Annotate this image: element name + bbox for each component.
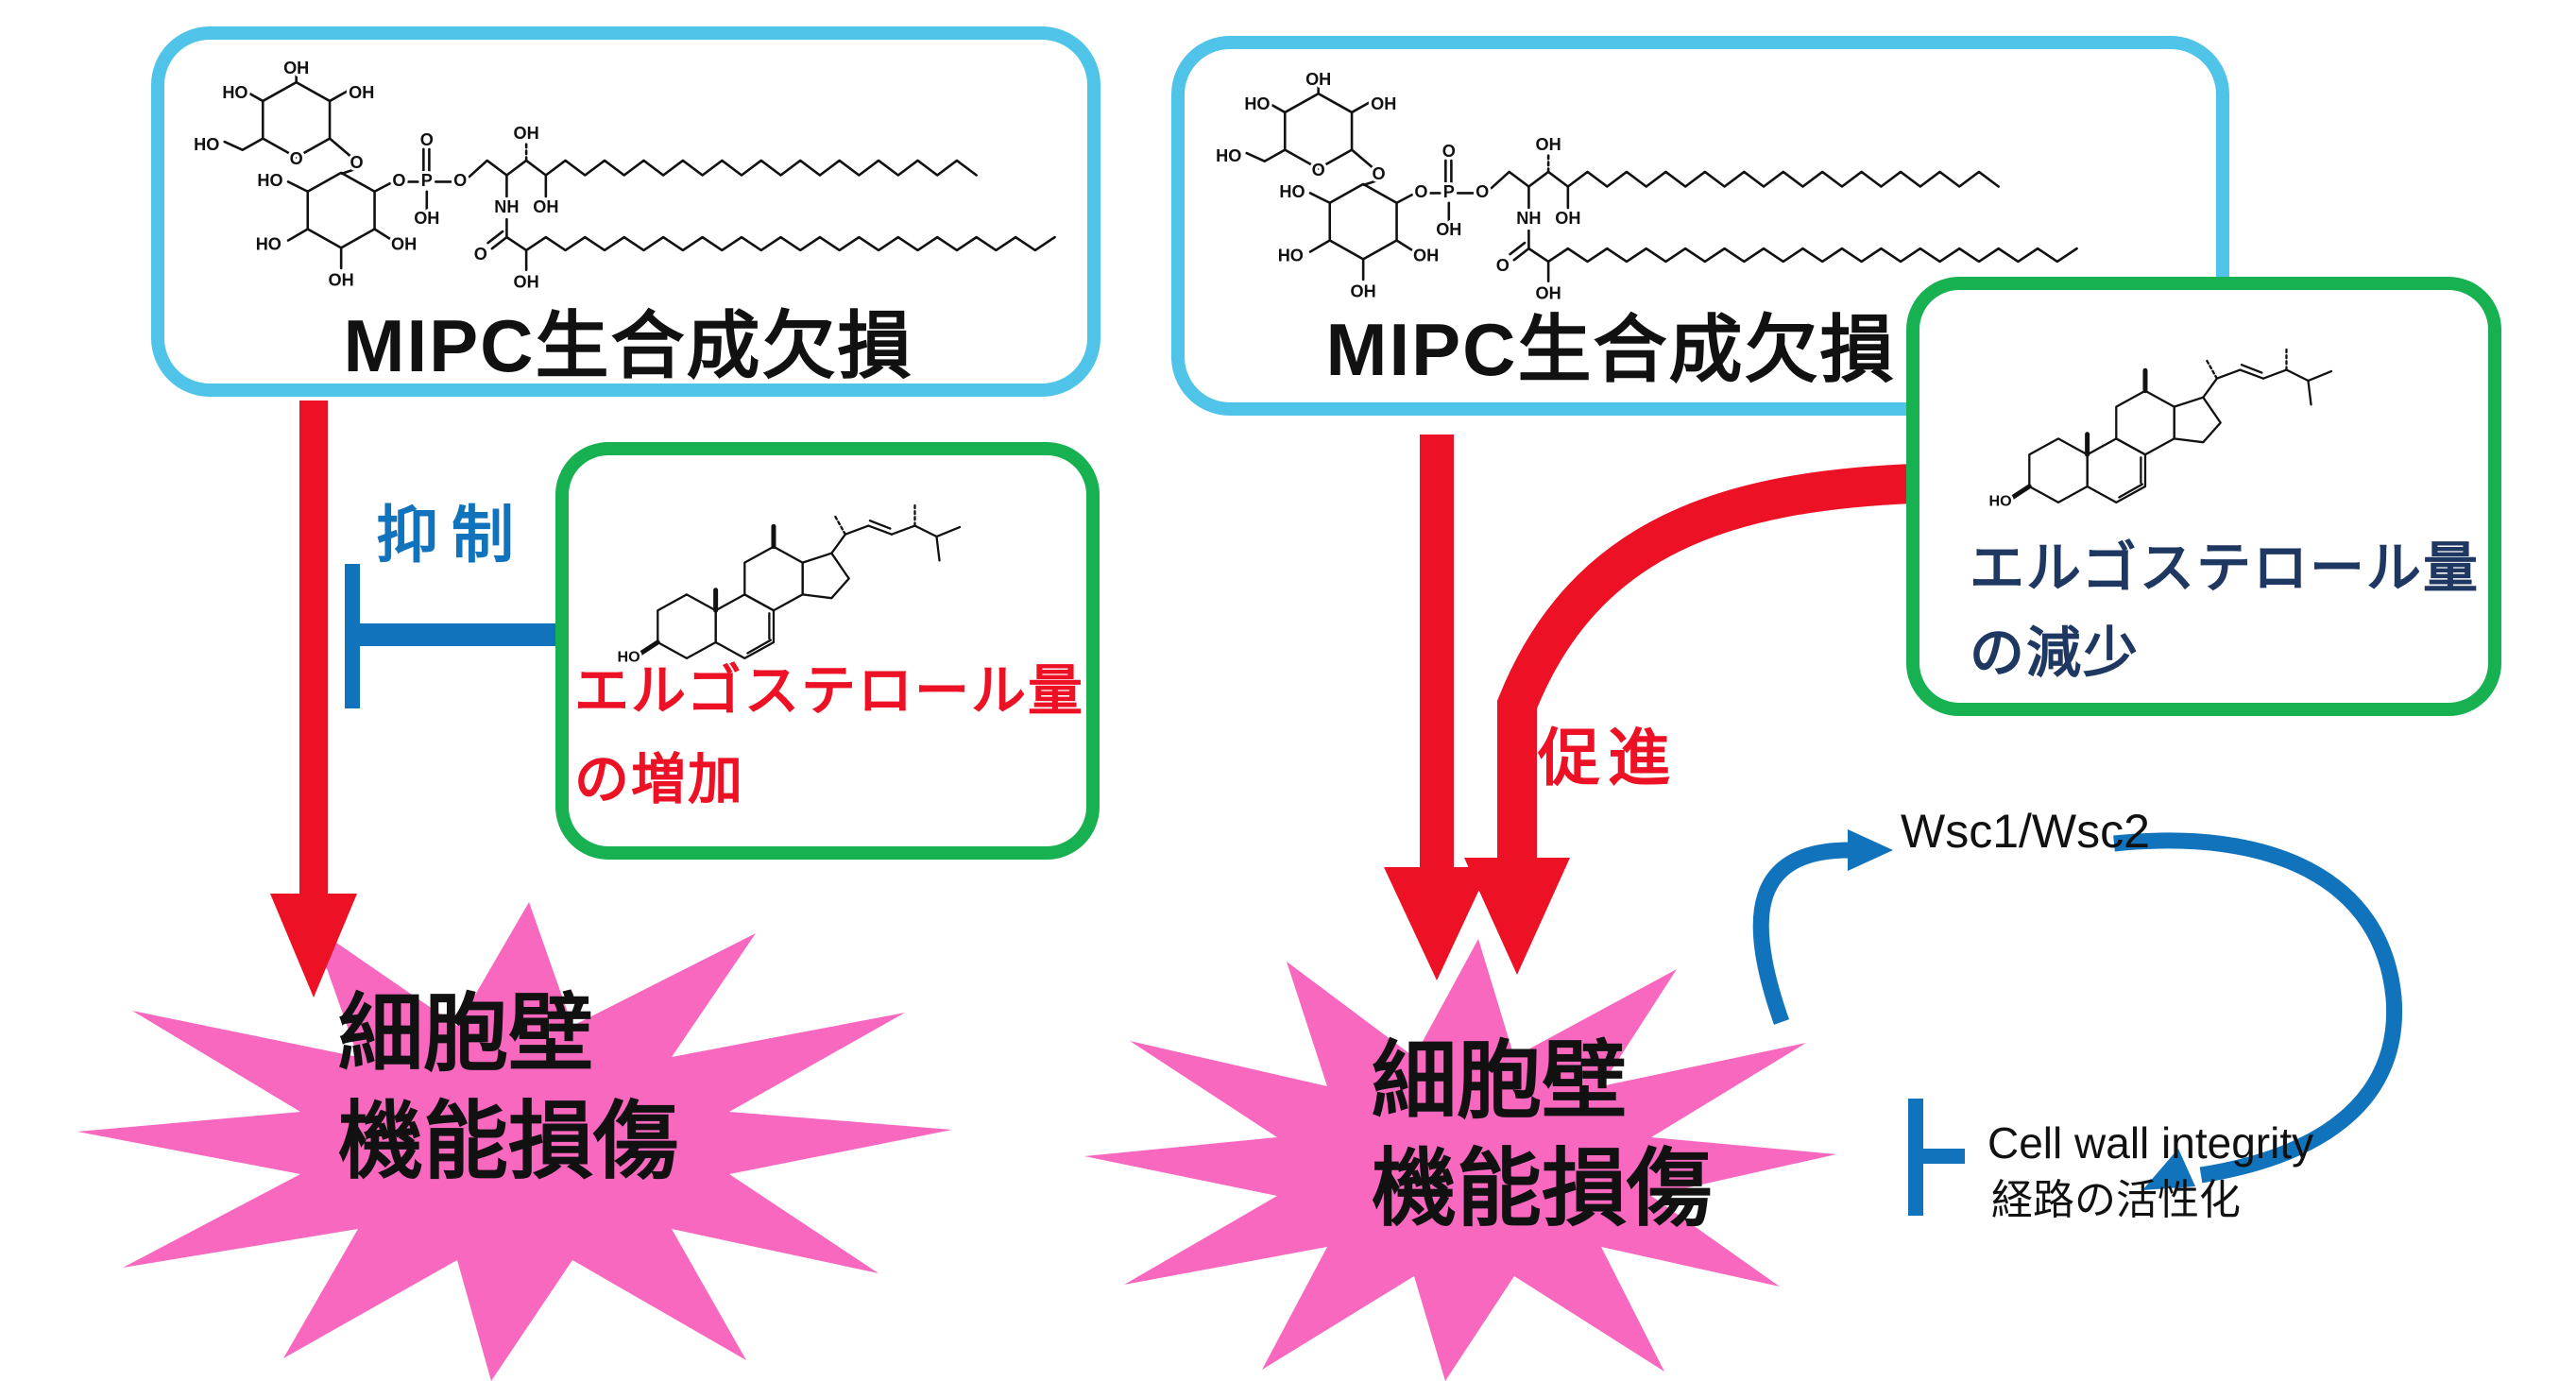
left-ergosterol-box (555, 442, 1100, 860)
right-starburst (1084, 939, 1836, 1381)
right-ergosterol-line1: エルゴステロール量 (1970, 537, 2481, 599)
cwi-line2: 経路の活性化 (1991, 1177, 2241, 1223)
left-starburst (77, 902, 952, 1381)
promotion-label: 促進 (1538, 723, 1678, 793)
right-mipc-label: MIPC生合成欠損 (1325, 308, 1896, 391)
left-ergosterol-line2: の増加 (574, 749, 745, 810)
left-down-arrow (270, 401, 357, 997)
inhibition-label: 抑制 (376, 500, 527, 570)
cwi-line1: Cell wall integrity (1987, 1118, 2314, 1168)
left-star-line2: 機能損傷 (338, 1095, 678, 1189)
left-inhibition-tbar (345, 564, 558, 708)
right-star-line2: 機能損傷 (1372, 1142, 1712, 1236)
right-down-arrow (1384, 435, 1490, 980)
left-ergosterol-structure (605, 459, 1011, 676)
left-mipc-label: MIPC生合成欠損 (343, 304, 913, 387)
left-mipc-structure (174, 53, 1071, 298)
right-ergosterol-box (1906, 277, 2501, 716)
right-curved-arrow (1464, 464, 1915, 975)
right-ergosterol-structure (1976, 303, 2382, 520)
right-star-line1: 細胞壁 (1372, 1034, 1627, 1129)
right-ergosterol-line2: の減少 (1970, 622, 2141, 684)
left-star-line1: 細胞壁 (338, 987, 593, 1082)
right-mipc-structure (1196, 64, 2093, 309)
left-mipc-box (151, 26, 1100, 397)
wsc-label: Wsc1/Wsc2 (1901, 805, 2150, 858)
cwi-inhibition-tbar (1908, 1099, 1965, 1216)
cwi-feedback-arrow (2113, 832, 2403, 1190)
wsc-activation-arrow (1752, 829, 1893, 1025)
left-ergosterol-line1: エルゴステロール量 (574, 660, 1085, 722)
